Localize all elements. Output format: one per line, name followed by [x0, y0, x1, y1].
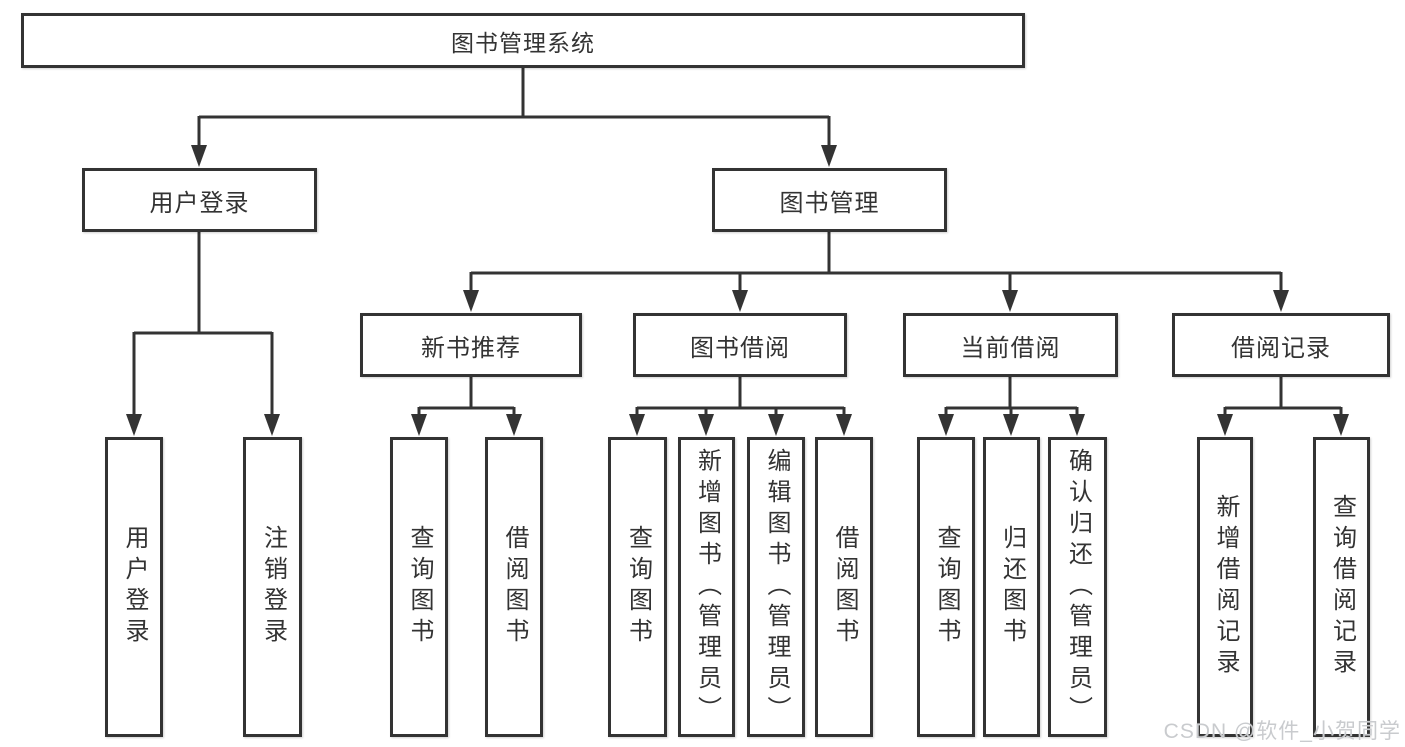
leaf-current-query-books: 查询图书: [917, 437, 975, 737]
leaf-current-return-books: 归还图书: [983, 437, 1040, 737]
leaf-label: 查询图书: [406, 525, 433, 649]
node-new-book-recommendation: 新书推荐: [360, 313, 582, 377]
node-label: 新书推荐: [421, 334, 521, 362]
node-label: 借阅记录: [1231, 334, 1331, 362]
leaf-recommend-borrow-books: 借阅图书: [485, 437, 543, 737]
node-current-borrowing: 当前借阅: [903, 313, 1118, 377]
node-label: 图书借阅: [690, 334, 790, 362]
node-label: 用户登录: [149, 189, 250, 217]
csdn-watermark: CSDN @软件_小贺同学: [1163, 720, 1401, 743]
leaf-current-confirm-return-admin: 确认归还（管理员）: [1048, 437, 1107, 737]
leaf-label: 注销登录: [259, 525, 287, 649]
leaf-logout: 注销登录: [243, 437, 302, 737]
leaf-label: 查询图书: [624, 525, 652, 649]
leaf-records-query-record: 查询借阅记录: [1313, 437, 1370, 737]
leaf-recommend-query-books: 查询图书: [390, 437, 448, 737]
node-label: 当前借阅: [960, 334, 1061, 362]
arrowheads: [126, 145, 1349, 436]
leaf-label: 借阅图书: [831, 525, 858, 649]
node-book-management: 图书管理: [712, 168, 947, 232]
leaf-borrow-borrow-books: 借阅图书: [815, 437, 873, 737]
leaf-label: 新增借阅记录: [1212, 494, 1239, 680]
leaf-label: 用户登录: [121, 525, 148, 649]
node-borrowing-records: 借阅记录: [1172, 313, 1390, 377]
leaf-label: 借阅图书: [501, 525, 528, 649]
leaf-records-add-record: 新增借阅记录: [1197, 437, 1253, 737]
leaf-user-login: 用户登录: [105, 437, 163, 737]
leaf-label: 确认归还（管理员）: [1064, 447, 1092, 727]
leaf-borrow-add-books-admin: 新增图书（管理员）: [678, 437, 735, 737]
node-label: 图书管理: [779, 189, 880, 217]
leaf-label: 查询借阅记录: [1328, 494, 1356, 680]
leaf-label: 编辑图书（管理员）: [763, 447, 790, 727]
leaf-label: 新增图书（管理员）: [693, 447, 721, 727]
leaf-label: 归还图书: [998, 525, 1026, 649]
leaf-label: 查询图书: [933, 525, 960, 649]
node-book-borrowing: 图书借阅: [633, 313, 847, 377]
node-library-management-system: 图书管理系统: [21, 13, 1025, 68]
node-user-login: 用户登录: [82, 168, 317, 232]
leaf-borrow-query-books: 查询图书: [608, 437, 667, 737]
leaf-borrow-edit-books-admin: 编辑图书（管理员）: [747, 437, 805, 737]
node-label: 图书管理系统: [451, 29, 595, 56]
